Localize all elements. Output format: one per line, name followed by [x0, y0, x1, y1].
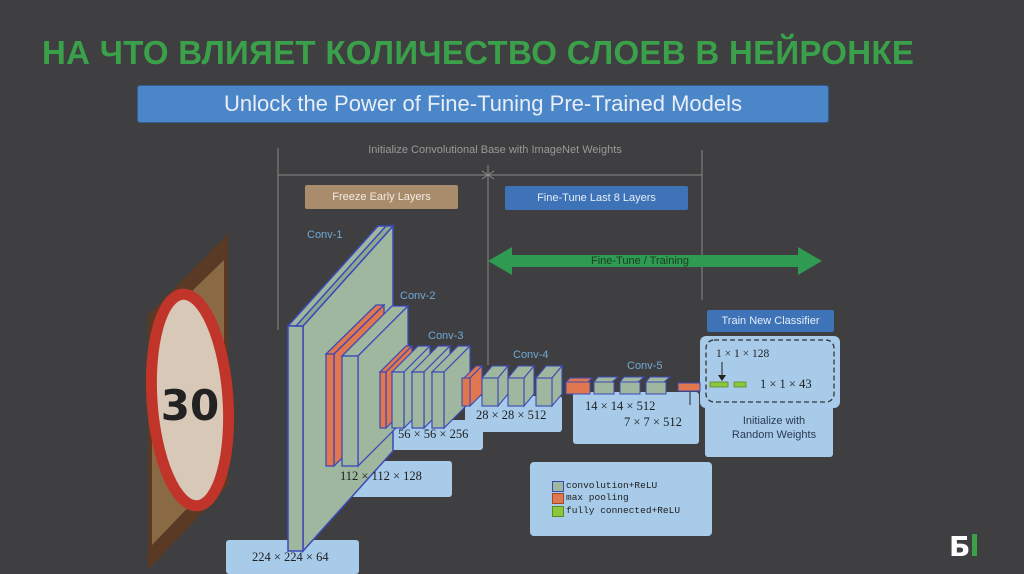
legend-label-pool: max pooling — [566, 492, 629, 503]
dim-224: 224 × 224 × 64 — [252, 550, 329, 564]
legend-swatch-fc — [552, 506, 564, 517]
train-classifier-pill: Train New Classifier — [707, 310, 834, 332]
conv1-label: Conv-1 — [307, 229, 343, 241]
conv5-layer — [564, 376, 701, 395]
fine-tune-layers-pill: Fine-Tune Last 8 Layers — [505, 186, 688, 210]
legend-swatch-pool — [552, 493, 564, 504]
init-random-weights-text: Initialize with Random Weights — [715, 414, 833, 442]
bracket-lines — [277, 148, 703, 365]
brand-logo-text: Б — [949, 530, 970, 560]
classifier-dashed — [705, 339, 835, 403]
conv4-layer — [461, 364, 564, 408]
init-line-1: Initialize with — [742, 415, 806, 427]
fc-block-2 — [733, 381, 747, 388]
init-line-2: Random Weights — [731, 429, 817, 441]
dim-14: 14 × 14 × 512 — [585, 399, 656, 413]
slide-title: НА ЧТО ВЛИЯЕТ КОЛИЧЕСТВО СЛОЕВ В НЕЙРОНК… — [42, 34, 915, 71]
conv5-label: Conv-5 — [627, 360, 663, 372]
dim-28: 28 × 28 × 512 — [476, 408, 547, 422]
freeze-early-layers-pill: Freeze Early Layers — [305, 185, 458, 209]
conv3-layer — [378, 344, 472, 430]
fine-tune-arrow — [488, 247, 822, 275]
legend-row-pool: max pooling — [552, 492, 629, 504]
dim-112: 112 × 112 × 128 — [340, 469, 422, 483]
legend-swatch-conv — [552, 481, 564, 492]
dim-7: 7 × 7 × 512 — [624, 415, 682, 429]
legend-row-fc: fully connected+ReLU — [552, 505, 681, 517]
init-box — [705, 403, 833, 457]
fine-tune-arrow-label: Fine-Tune / Training — [590, 255, 690, 267]
dim-fc128: 1 × 1 × 128 — [716, 348, 770, 360]
legend-row-conv: convolution+ReLU — [552, 480, 658, 492]
conv3-label: Conv-3 — [428, 330, 464, 342]
legend-label-conv: convolution+ReLU — [566, 480, 658, 491]
dim-fc43: 1 × 1 × 43 — [760, 377, 812, 391]
conv2-label: Conv-2 — [400, 290, 436, 302]
legend: convolution+ReLU max pooling fully conne… — [530, 462, 712, 536]
fc-block-1 — [709, 381, 729, 388]
top-note: Initialize Convolutional Base with Image… — [368, 144, 622, 156]
dim-56: 56 × 56 × 256 — [398, 427, 469, 441]
conv4-label: Conv-4 — [513, 349, 549, 361]
classifier-box — [700, 336, 840, 408]
speed-sign-text: 30 — [161, 381, 219, 430]
brand-logo: Б — [949, 530, 977, 560]
title-banner: Unlock the Power of Fine-Tuning Pre-Trai… — [137, 85, 829, 123]
legend-label-fc: fully connected+ReLU — [566, 505, 681, 516]
speed-sign-image: 30 — [145, 234, 235, 570]
dim-box-14 — [573, 392, 699, 444]
